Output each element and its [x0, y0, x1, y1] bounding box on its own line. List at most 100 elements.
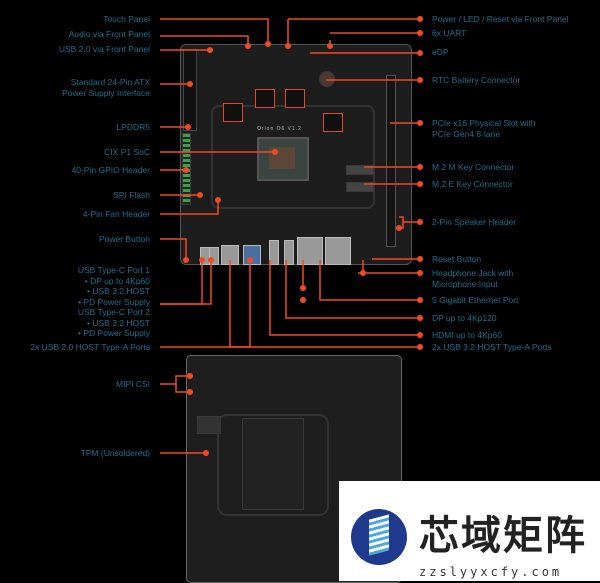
dp-port: [269, 240, 279, 265]
callout-label: 40-Pin GPIO Header: [71, 165, 150, 175]
leader-line: [160, 238, 187, 260]
callout-dot: [417, 256, 423, 262]
ethernet-port: [325, 237, 351, 265]
callout-dot: [207, 47, 213, 53]
callout-dot: [417, 30, 423, 36]
watermark-chinese-text: 芯域矩阵: [419, 512, 587, 559]
watermark-logo-icon: [351, 509, 407, 565]
callout-dot: [300, 297, 306, 303]
callout-label: 6x UART: [432, 28, 467, 38]
callout-dot: [417, 297, 423, 303]
callout-label: CIX P1 SoC: [104, 147, 150, 157]
callout-label: 2-Pin Speaker Header: [432, 217, 517, 227]
lpddr5-chip: [323, 113, 343, 132]
callout-dot: [247, 257, 253, 263]
callout-label: USB 2.0 via Front Panel: [58, 44, 150, 54]
callout-dot: [245, 43, 251, 49]
callout-label: RTC Battery Connector: [432, 75, 521, 85]
callout-dot: [183, 167, 189, 173]
motherboard-top-view: Orion O6 V1.2: [180, 44, 412, 265]
callout-dot: [272, 149, 278, 155]
leader-line: [160, 375, 190, 385]
usb-c-port: [209, 247, 219, 265]
pcie-slot: [386, 75, 396, 247]
callout-label: Standard 24-Pin ATX Power Supply Interfa…: [62, 77, 150, 98]
callout-label: M.2 M Key Connector: [432, 162, 515, 172]
leader-line: [285, 260, 420, 319]
leader-line: [160, 18, 269, 44]
callout-dot: [396, 225, 402, 231]
callout-dot: [417, 315, 423, 321]
callout-dot: [203, 450, 209, 456]
callout-dot: [197, 192, 203, 198]
cpu-backplate-outline: [217, 414, 329, 516]
cix-p1-soc: [257, 137, 309, 181]
leader-line: [175, 384, 190, 393]
rtc-battery: [319, 71, 335, 87]
callout-label: eDP: [432, 47, 449, 57]
callout-label: Audio via Front Panel: [68, 29, 150, 39]
callout-dot: [327, 43, 333, 49]
callout-dot: [185, 124, 191, 130]
hdmi-port: [284, 240, 294, 265]
callout-dot: [417, 219, 423, 225]
callout-dot: [417, 120, 423, 126]
callout-label: SPI Flash: [113, 190, 150, 200]
callout-dot: [187, 373, 193, 379]
watermark-url: zzslyyxcfy.com: [419, 565, 563, 579]
callout-dot: [417, 270, 423, 276]
callout-label: Power Button: [98, 234, 150, 244]
callout-label: Power / LED / Reset via Front Panel: [432, 14, 569, 24]
callout-label: 4-Pin Fan Header: [82, 209, 150, 219]
callout-dot: [417, 332, 423, 338]
callout-label: Headphone Jack with Microphone Input: [432, 268, 514, 289]
callout-dot: [417, 77, 423, 83]
callout-dot: [199, 257, 205, 263]
callout-label: USB Type-C Port 1 • DP up to 4Kp60 • USB…: [77, 265, 150, 338]
callout-label: LPDDR5: [116, 122, 150, 132]
soc-backside: [242, 418, 304, 510]
callout-dot: [417, 344, 423, 350]
callout-dot: [360, 270, 366, 276]
callout-dot: [265, 41, 271, 47]
leader-line: [160, 200, 219, 215]
callout-label: 5 Gigabit Ethernet Port: [432, 295, 519, 305]
callout-label: M.2 E Key Connector: [432, 179, 513, 189]
ethernet-port: [297, 237, 323, 265]
callout-label: TPM (Unsoldered): [80, 448, 150, 458]
leader-line: [229, 260, 420, 348]
leader-line: [269, 260, 420, 336]
lpddr5-chip: [223, 103, 243, 122]
callout-dot: [417, 164, 423, 170]
lpddr5-chip: [255, 89, 275, 108]
m2-e-key-connector: [346, 182, 374, 192]
callout-dot: [285, 43, 291, 49]
leader-line: [319, 260, 420, 301]
callout-label: DP up to 4Kp120: [432, 313, 497, 323]
leader-line: [160, 260, 212, 305]
callout-dot: [187, 81, 193, 87]
callout-label: HDMI up to 4Kp60: [432, 330, 502, 340]
callout-label: Reset Button: [432, 254, 482, 264]
callout-dot: [215, 197, 221, 203]
callout-dot: [417, 181, 423, 187]
callout-label: 2x USB 3.2 HOST Type-A Ports: [432, 342, 552, 352]
callout-dot: [208, 257, 214, 263]
watermark: 芯域矩阵 zzslyyxcfy.com: [339, 481, 600, 581]
board-silkscreen: Orion O6 V1.2: [257, 126, 302, 132]
callout-label: 2x USB 2.0 HOST Type-A Ports: [30, 342, 150, 352]
motherboard-bottom-view: [186, 355, 402, 583]
callout-label: Touch Panel: [103, 14, 150, 24]
callout-label: MIPI CSI: [115, 379, 150, 389]
m2-m-key-connector: [346, 165, 374, 175]
callout-dot: [300, 285, 306, 291]
chip: [197, 416, 221, 434]
lpddr5-chip: [285, 89, 305, 108]
leader-line: [160, 35, 249, 46]
callout-label: PCIe x16 Physical Slot with PCIe Gen4 8-…: [432, 118, 536, 139]
callout-dot: [187, 389, 193, 395]
callout-dot: [183, 257, 189, 263]
leader-line: [160, 260, 203, 305]
callout-dot: [417, 16, 423, 22]
callout-dot: [417, 50, 423, 56]
